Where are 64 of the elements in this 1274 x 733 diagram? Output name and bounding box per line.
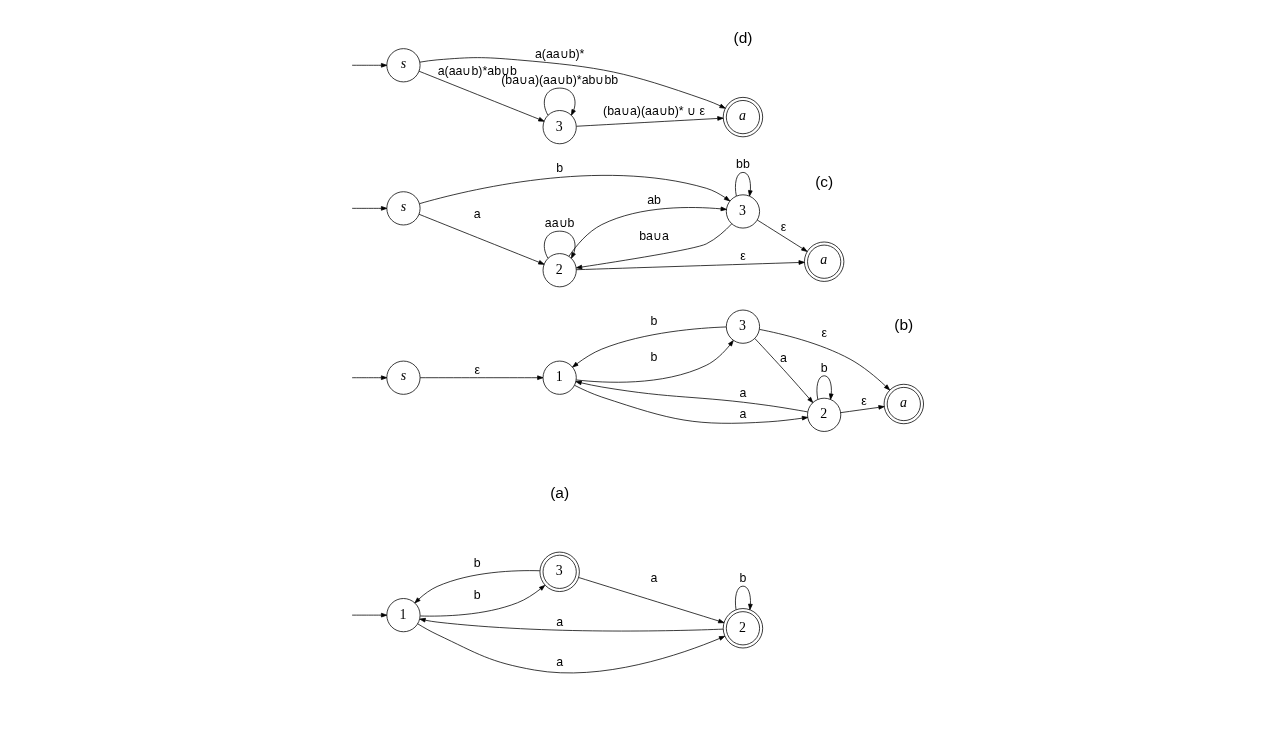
node-circle: 3 <box>725 309 760 344</box>
edge-label: aa∪b <box>544 216 574 231</box>
arrow <box>351 375 387 380</box>
edge-label: a <box>555 655 563 670</box>
edge-label: ε <box>820 326 827 341</box>
arrow <box>575 380 808 413</box>
edge-label: ε <box>780 220 786 235</box>
label: (b) <box>893 315 913 333</box>
node-circle: s <box>385 191 420 226</box>
arrow <box>416 623 725 674</box>
arrow <box>418 70 544 122</box>
arrow <box>839 405 885 414</box>
node-circle: s <box>385 360 420 395</box>
node-circle: s <box>385 48 420 83</box>
edge-label: b <box>650 313 657 328</box>
arrow <box>414 570 540 604</box>
edge-label: (ba∪a)(aa∪b)* ∪ ε <box>602 104 705 119</box>
edge-label: ba∪a <box>638 228 669 243</box>
edge-label: a <box>473 207 481 222</box>
arrow <box>575 116 723 127</box>
arrow <box>756 219 807 252</box>
edge-label: b <box>473 587 481 602</box>
arrow <box>578 577 724 624</box>
arrow <box>573 385 808 424</box>
arrow <box>816 375 833 400</box>
arrow <box>568 206 727 257</box>
arrow <box>571 326 727 368</box>
edge-label: ε <box>474 362 480 377</box>
arrow <box>575 340 734 383</box>
arrow <box>419 375 543 380</box>
edge-label: ε <box>739 249 746 264</box>
arrow <box>418 213 544 265</box>
edge-label: b <box>739 571 746 586</box>
arrow <box>734 172 753 197</box>
arrow <box>543 87 576 116</box>
edge-label: a <box>739 406 746 421</box>
arrow <box>351 612 387 618</box>
label: (d) <box>733 28 752 46</box>
arrow <box>418 175 730 204</box>
edge-label: ab <box>646 192 661 207</box>
arrow <box>758 329 890 391</box>
arrow <box>575 223 732 270</box>
arrow <box>753 338 813 403</box>
edge-label: ε <box>860 394 867 409</box>
edge-label: a(aa∪b)* <box>534 47 584 62</box>
edge-label: a <box>650 570 657 585</box>
arrow <box>351 206 387 211</box>
arrow <box>419 585 545 617</box>
edge-label: bb <box>735 157 750 172</box>
label: (c) <box>814 173 833 191</box>
edge-label: b <box>650 350 657 365</box>
edge-label: b <box>820 360 828 375</box>
arrow <box>734 585 753 611</box>
arrow <box>351 63 387 68</box>
edge-label: a <box>739 385 746 400</box>
arrow <box>419 57 726 109</box>
arrow <box>575 260 805 271</box>
edge-label: a <box>779 351 787 366</box>
edge-label: b <box>555 160 563 175</box>
arrow <box>418 617 724 632</box>
edge-label: a <box>555 614 563 629</box>
label: (a) <box>549 483 569 501</box>
edge-label: b <box>473 556 481 571</box>
arrow <box>543 230 576 259</box>
